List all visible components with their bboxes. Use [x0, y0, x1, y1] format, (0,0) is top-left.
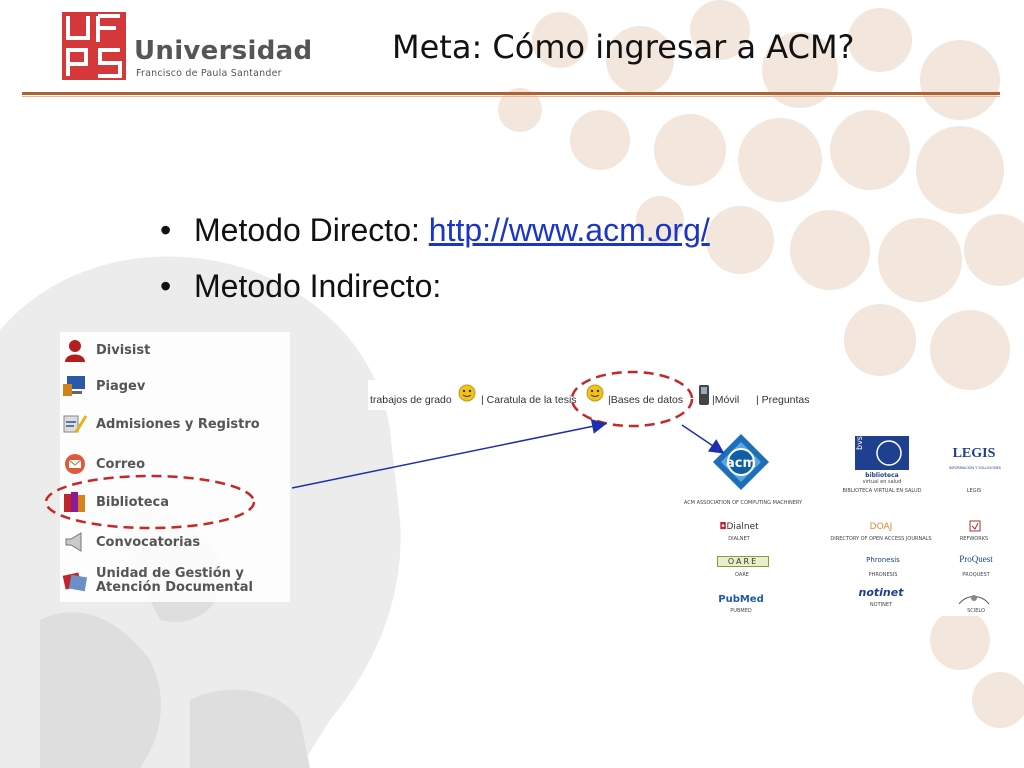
menu-item-label: Convocatorias — [96, 534, 201, 550]
bvs-name-second-line: virtual en salud — [862, 479, 902, 485]
bvs-caption: BIBLIOTECA VIRTUAL EN SALUD — [842, 488, 922, 494]
oare-caption: OARE — [735, 572, 749, 578]
menu-item-divisist[interactable]: Divisist — [60, 336, 150, 364]
bvs-logo-icon[interactable]: bvs — [855, 436, 909, 470]
notinet-caption: NOTINET — [869, 602, 893, 608]
nav-item-movil[interactable]: |Móvil — [712, 394, 740, 406]
menu-item-correo[interactable]: Correo — [60, 450, 145, 478]
bullet-dot: • — [160, 268, 172, 304]
bullet-direct-method: • Metodo Directo: http://www.acm.org/ — [160, 212, 710, 249]
scielo-logo-icon[interactable] — [957, 592, 991, 606]
indirect-method-label: Metodo Indirecto: — [194, 268, 442, 304]
phronesis-logo[interactable]: Phronesis — [866, 556, 900, 564]
bvs-name: biblioteca — [865, 472, 899, 479]
dialnet-caption: DIALNET — [728, 536, 750, 542]
menu-item-label: Unidad de Gestión y — [96, 566, 244, 581]
menu-item-label-second-line: Atención Documental — [96, 580, 253, 595]
pubmed-logo[interactable]: PubMed — [718, 594, 764, 605]
university-name: Universidad — [134, 36, 313, 66]
university-subtitle: Francisco de Paula Santander — [136, 68, 282, 79]
arrow-to-databases — [681, 424, 725, 454]
smiley-icon — [458, 384, 476, 406]
header-divider-light — [22, 96, 1000, 97]
direct-method-label: Metodo Directo: — [194, 212, 429, 248]
folders-icon — [60, 569, 90, 593]
dialnet-logo-text: Dialnet — [726, 522, 759, 532]
doaj-logo[interactable]: DOAJ — [869, 522, 893, 532]
doaj-caption: DIRECTORY OF OPEN ACCESS JOURNALS — [830, 536, 932, 542]
bullet-indirect-method: • Metodo Indirecto: — [160, 268, 441, 305]
acm-caption: ACM ASSOCIATION OF COMPUTING MACHINERY — [683, 500, 803, 506]
menu-item-label: Correo — [96, 456, 146, 472]
menu-item-biblioteca[interactable]: Biblioteca — [60, 488, 169, 516]
phronesis-caption: PHRONESIS — [868, 572, 898, 578]
megaphone-icon — [60, 530, 90, 554]
menu-item-label: Biblioteca — [96, 494, 170, 510]
refworks-logo-icon[interactable] — [969, 520, 981, 532]
notinet-logo[interactable]: notinet — [858, 586, 904, 599]
menu-item-admisiones[interactable]: Admisiones y Registro — [60, 410, 260, 438]
refworks-caption: REFWORKS — [959, 536, 989, 542]
bases-datos-highlight-ellipse — [570, 370, 694, 428]
ufps-logo-icon — [62, 12, 126, 80]
nav-item-preguntas[interactable]: | Preguntas — [756, 394, 810, 406]
library-nav-bar: trabajos de grado | Caratula de la tesis… — [368, 380, 818, 410]
mail-icon — [60, 452, 90, 476]
menu-item-piagev[interactable]: Piagev — [60, 372, 145, 400]
legis-logo[interactable]: LEGIS — [952, 446, 996, 461]
pubmed-caption: PUBMED — [730, 608, 752, 614]
bullet-dot: • — [160, 212, 172, 248]
tools-icon — [60, 412, 90, 436]
proquest-logo[interactable]: ProQuest — [959, 554, 993, 564]
menu-item-label: Admisiones y Registro — [96, 416, 260, 432]
acm-logo-icon[interactable]: acm — [711, 432, 771, 492]
nav-item-caratula[interactable]: | Caratula de la tesis — [481, 394, 577, 406]
legis-caption: LEGIS — [966, 488, 982, 494]
oare-logo[interactable]: OARE — [717, 556, 769, 567]
nav-item-bases-datos[interactable]: |Bases de datos — [608, 394, 684, 406]
menu-item-label: Divisist — [96, 342, 151, 358]
bvs-badge-text: bvs — [855, 436, 864, 450]
databases-grid: acm ACM ASSOCIATION OF COMPUTING MACHINE… — [681, 430, 1003, 616]
legis-tagline: INFORMACIÓN Y SOLUCIONES — [949, 466, 1002, 470]
smiley-icon — [586, 384, 604, 406]
dialnet-icon: ◘ — [719, 522, 727, 532]
acm-link[interactable]: http://www.acm.org/ — [428, 212, 710, 248]
dialnet-logo[interactable]: ◘Dialnet — [709, 522, 769, 532]
books-icon — [60, 490, 90, 514]
portal-menu: Divisist Piagev Admisiones y Registro Co… — [60, 332, 290, 602]
header-divider — [22, 92, 1000, 95]
phone-icon — [697, 384, 711, 410]
proquest-caption: PROQUEST — [962, 572, 990, 578]
user-icon — [60, 338, 90, 362]
nav-item-trabajos[interactable]: trabajos de grado — [370, 394, 452, 406]
arrow-to-bases-datos — [291, 419, 607, 489]
menu-item-convocatorias[interactable]: Convocatorias — [60, 528, 200, 556]
acm-badge-text: acm — [726, 456, 756, 471]
scielo-caption: SCIELO — [967, 608, 985, 614]
biblioteca-highlight-ellipse — [44, 474, 256, 530]
menu-item-label: Piagev — [96, 378, 146, 394]
computer-icon — [60, 374, 90, 398]
page-title: Meta: Cómo ingresar a ACM? — [392, 28, 855, 66]
